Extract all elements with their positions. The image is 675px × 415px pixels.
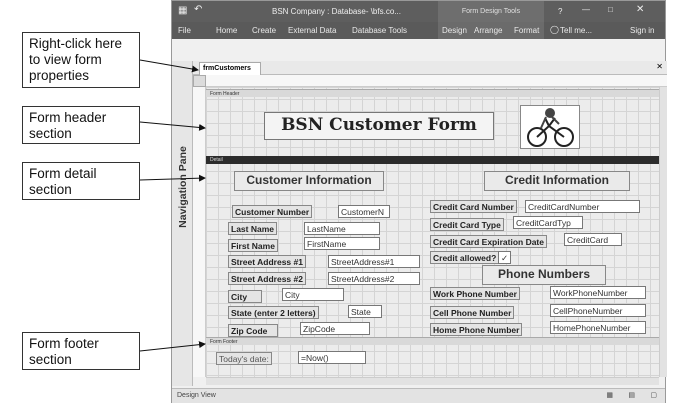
city-field[interactable]: City: [282, 288, 344, 301]
minimize-icon[interactable]: —: [582, 5, 590, 14]
tell-me-box[interactable]: Tell me...: [560, 26, 593, 35]
street-address-1-label[interactable]: Street Address #1: [228, 255, 306, 268]
tab-create[interactable]: Create: [252, 26, 277, 35]
layout-view-icon[interactable]: ▤: [628, 392, 635, 399]
form-selector[interactable]: [193, 75, 206, 87]
status-bar: Design View ▦ ▤ ▢: [172, 388, 665, 403]
tab-file[interactable]: File: [178, 26, 191, 35]
last-name-field[interactable]: LastName: [304, 222, 380, 235]
phone-numbers-heading[interactable]: Phone Numbers: [482, 265, 606, 285]
cell-phone-label[interactable]: Cell Phone Number: [430, 306, 515, 319]
detail-bar[interactable]: Detail: [206, 156, 667, 164]
home-phone-label[interactable]: Home Phone Number: [430, 323, 523, 336]
form-title-label[interactable]: BSN Customer Form: [264, 112, 494, 140]
maximize-icon[interactable]: □: [608, 5, 613, 14]
tab-frmcustomers[interactable]: frmCustomers: [199, 62, 261, 75]
callout-form-footer: Form footer section: [22, 332, 140, 370]
credit-card-type-label[interactable]: Credit Card Type: [430, 218, 504, 231]
lightbulb-icon: ◯: [550, 25, 559, 34]
help-icon[interactable]: ?: [558, 7, 563, 16]
home-phone-field[interactable]: HomePhoneNumber: [550, 321, 646, 334]
ribbon-tabs: File Home Create External Data Database …: [172, 22, 665, 39]
save-icon[interactable]: ▦: [178, 5, 188, 16]
ribbon-context-highlight: [438, 22, 544, 39]
access-window: ▦ ↶ BSN Company : Database- \bfs.co... F…: [171, 0, 667, 403]
form-view-icon[interactable]: ▦: [606, 392, 613, 399]
todays-date-field[interactable]: =Now(): [298, 351, 366, 364]
vertical-ruler: [193, 87, 206, 377]
first-name-label[interactable]: First Name: [228, 239, 278, 252]
zip-code-label[interactable]: Zip Code: [228, 324, 278, 337]
form-header-bar[interactable]: Form Header: [206, 89, 667, 97]
credit-allowed-checkbox[interactable]: ✓: [498, 251, 511, 264]
customer-information-heading[interactable]: Customer Information: [234, 171, 384, 191]
design-view-icon[interactable]: ▢: [650, 392, 657, 399]
work-phone-label[interactable]: Work Phone Number: [430, 287, 520, 300]
document-tab-label: frmCustomers: [203, 65, 251, 72]
window-title: BSN Company : Database- \bfs.co...: [272, 7, 401, 16]
customer-number-field[interactable]: CustomerN: [338, 205, 390, 218]
form-footer-bar[interactable]: Form Footer: [206, 337, 667, 345]
last-name-label[interactable]: Last Name: [228, 222, 277, 235]
horizontal-scrollbar[interactable]: [206, 377, 659, 385]
work-phone-field[interactable]: WorkPhoneNumber: [550, 286, 646, 299]
first-name-field[interactable]: FirstName: [304, 237, 380, 250]
form-design-tools-label: Form Design Tools: [438, 1, 544, 22]
tab-external-data[interactable]: External Data: [288, 26, 337, 35]
cell-phone-field[interactable]: CellPhoneNumber: [550, 304, 646, 317]
close-document-icon[interactable]: ✕: [656, 62, 663, 71]
credit-card-number-field[interactable]: CreditCardNumber: [525, 200, 640, 213]
horizontal-ruler: [206, 75, 667, 87]
vertical-scrollbar[interactable]: [659, 87, 667, 377]
credit-card-type-field[interactable]: CreditCardTyp: [513, 216, 583, 229]
street-address-2-label[interactable]: Street Address #2: [228, 272, 306, 285]
credit-information-heading[interactable]: Credit Information: [484, 171, 630, 191]
credit-card-number-label[interactable]: Credit Card Number: [430, 200, 517, 213]
callout-form-properties: Right-click here to view form properties: [22, 32, 140, 88]
customer-number-label[interactable]: Customer Number: [232, 205, 313, 218]
street-address-1-field[interactable]: StreetAddress#1: [328, 255, 420, 268]
sign-in-link[interactable]: Sign in: [630, 26, 655, 35]
bicycle-logo-icon[interactable]: [520, 105, 580, 149]
city-label[interactable]: City: [228, 290, 262, 303]
tab-design[interactable]: Design: [442, 26, 467, 35]
todays-date-label[interactable]: Today's date:: [216, 352, 272, 365]
tab-format[interactable]: Format: [514, 26, 540, 35]
title-bar: ▦ ↶ BSN Company : Database- \bfs.co... F…: [172, 1, 665, 22]
callout-form-detail: Form detail section: [22, 162, 140, 200]
state-label[interactable]: State (enter 2 letters): [228, 306, 319, 319]
zip-code-field[interactable]: ZipCode: [300, 322, 370, 335]
tab-arrange[interactable]: Arrange: [474, 26, 503, 35]
close-icon[interactable]: ✕: [636, 4, 645, 15]
document-tab-bar: frmCustomers ✕: [193, 61, 667, 75]
credit-allowed-label[interactable]: Credit allowed?: [430, 251, 500, 264]
credit-card-expiration-field[interactable]: CreditCard: [564, 233, 622, 246]
callout-form-header: Form header section: [22, 106, 140, 144]
navigation-pane[interactable]: Navigation Pane: [172, 61, 193, 386]
tab-database-tools[interactable]: Database Tools: [352, 26, 407, 35]
state-field[interactable]: State: [348, 305, 382, 318]
street-address-2-field[interactable]: StreetAddress#2: [328, 272, 420, 285]
undo-icon[interactable]: ↶: [194, 4, 203, 15]
tab-home[interactable]: Home: [216, 26, 238, 35]
credit-card-expiration-label[interactable]: Credit Card Expiration Date: [430, 235, 547, 248]
status-text: Design View: [177, 392, 216, 399]
